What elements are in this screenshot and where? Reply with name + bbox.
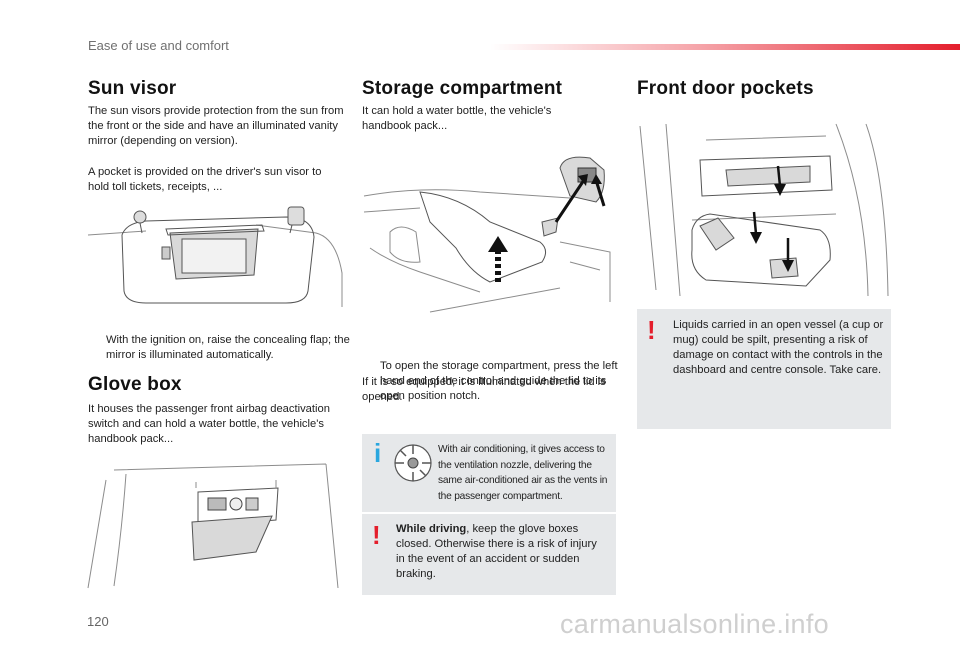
warning-liquids-text: Liquids carried in an open vessel (a cup… — [673, 319, 884, 376]
sun-visor-body-2: A pocket is provided on the driver's sun… — [88, 166, 322, 193]
warning-icon: ! — [647, 315, 656, 345]
warning-driving-bold: While driving — [396, 523, 467, 535]
glove-box-title: Glove box — [88, 374, 182, 395]
warning-liquids-box: ! Liquids carried in an open vessel (a c… — [637, 309, 891, 429]
vent-nozzle-icon — [390, 440, 436, 486]
door-pockets-title: Front door pockets — [637, 78, 814, 99]
watermark: carmanualsonline.info — [560, 609, 829, 639]
storage-body: It can hold a water bottle, the vehicle'… — [362, 105, 552, 132]
glove-box-illustration — [86, 460, 344, 590]
storage-title: Storage compartment — [362, 78, 563, 99]
warning-driving-box: ! While driving, keep the glove boxes cl… — [362, 514, 616, 595]
door-pockets-illustration — [636, 120, 890, 298]
storage-after-text: If it is so equipped, it is illuminated … — [362, 376, 606, 403]
section-header: Ease of use and comfort — [88, 38, 229, 53]
page-number: 120 — [87, 614, 109, 629]
warning-icon: ! — [372, 520, 381, 550]
storage-illustration — [360, 152, 616, 320]
info-icon: i — [374, 438, 382, 468]
warning-driving-rest: , keep the glove boxes closed. Otherwise… — [396, 523, 597, 580]
sun-visor-body-1: The sun visors provide protection from t… — [88, 105, 344, 147]
warning-driving-text: While driving, keep the glove boxes clos… — [396, 522, 602, 582]
glove-box-body: It houses the passenger front airbag dea… — [88, 403, 330, 445]
info-box-text: With air conditioning, it gives access t… — [438, 444, 608, 502]
sun-visor-illustration — [86, 203, 344, 308]
sun-visor-bullet-text: With the ignition on, raise the conceali… — [106, 334, 350, 361]
sun-visor-bullet: With the ignition on, raise the conceali… — [88, 333, 362, 363]
storage-bullet-text: To open the storage compartment, press t… — [380, 360, 618, 402]
sun-visor-title: Sun visor — [88, 78, 177, 99]
header-accent-bar — [490, 44, 960, 50]
info-box: i With air conditioning, it gives access… — [362, 434, 616, 512]
storage-bullet: To open the storage compartment, press t… — [362, 359, 632, 404]
